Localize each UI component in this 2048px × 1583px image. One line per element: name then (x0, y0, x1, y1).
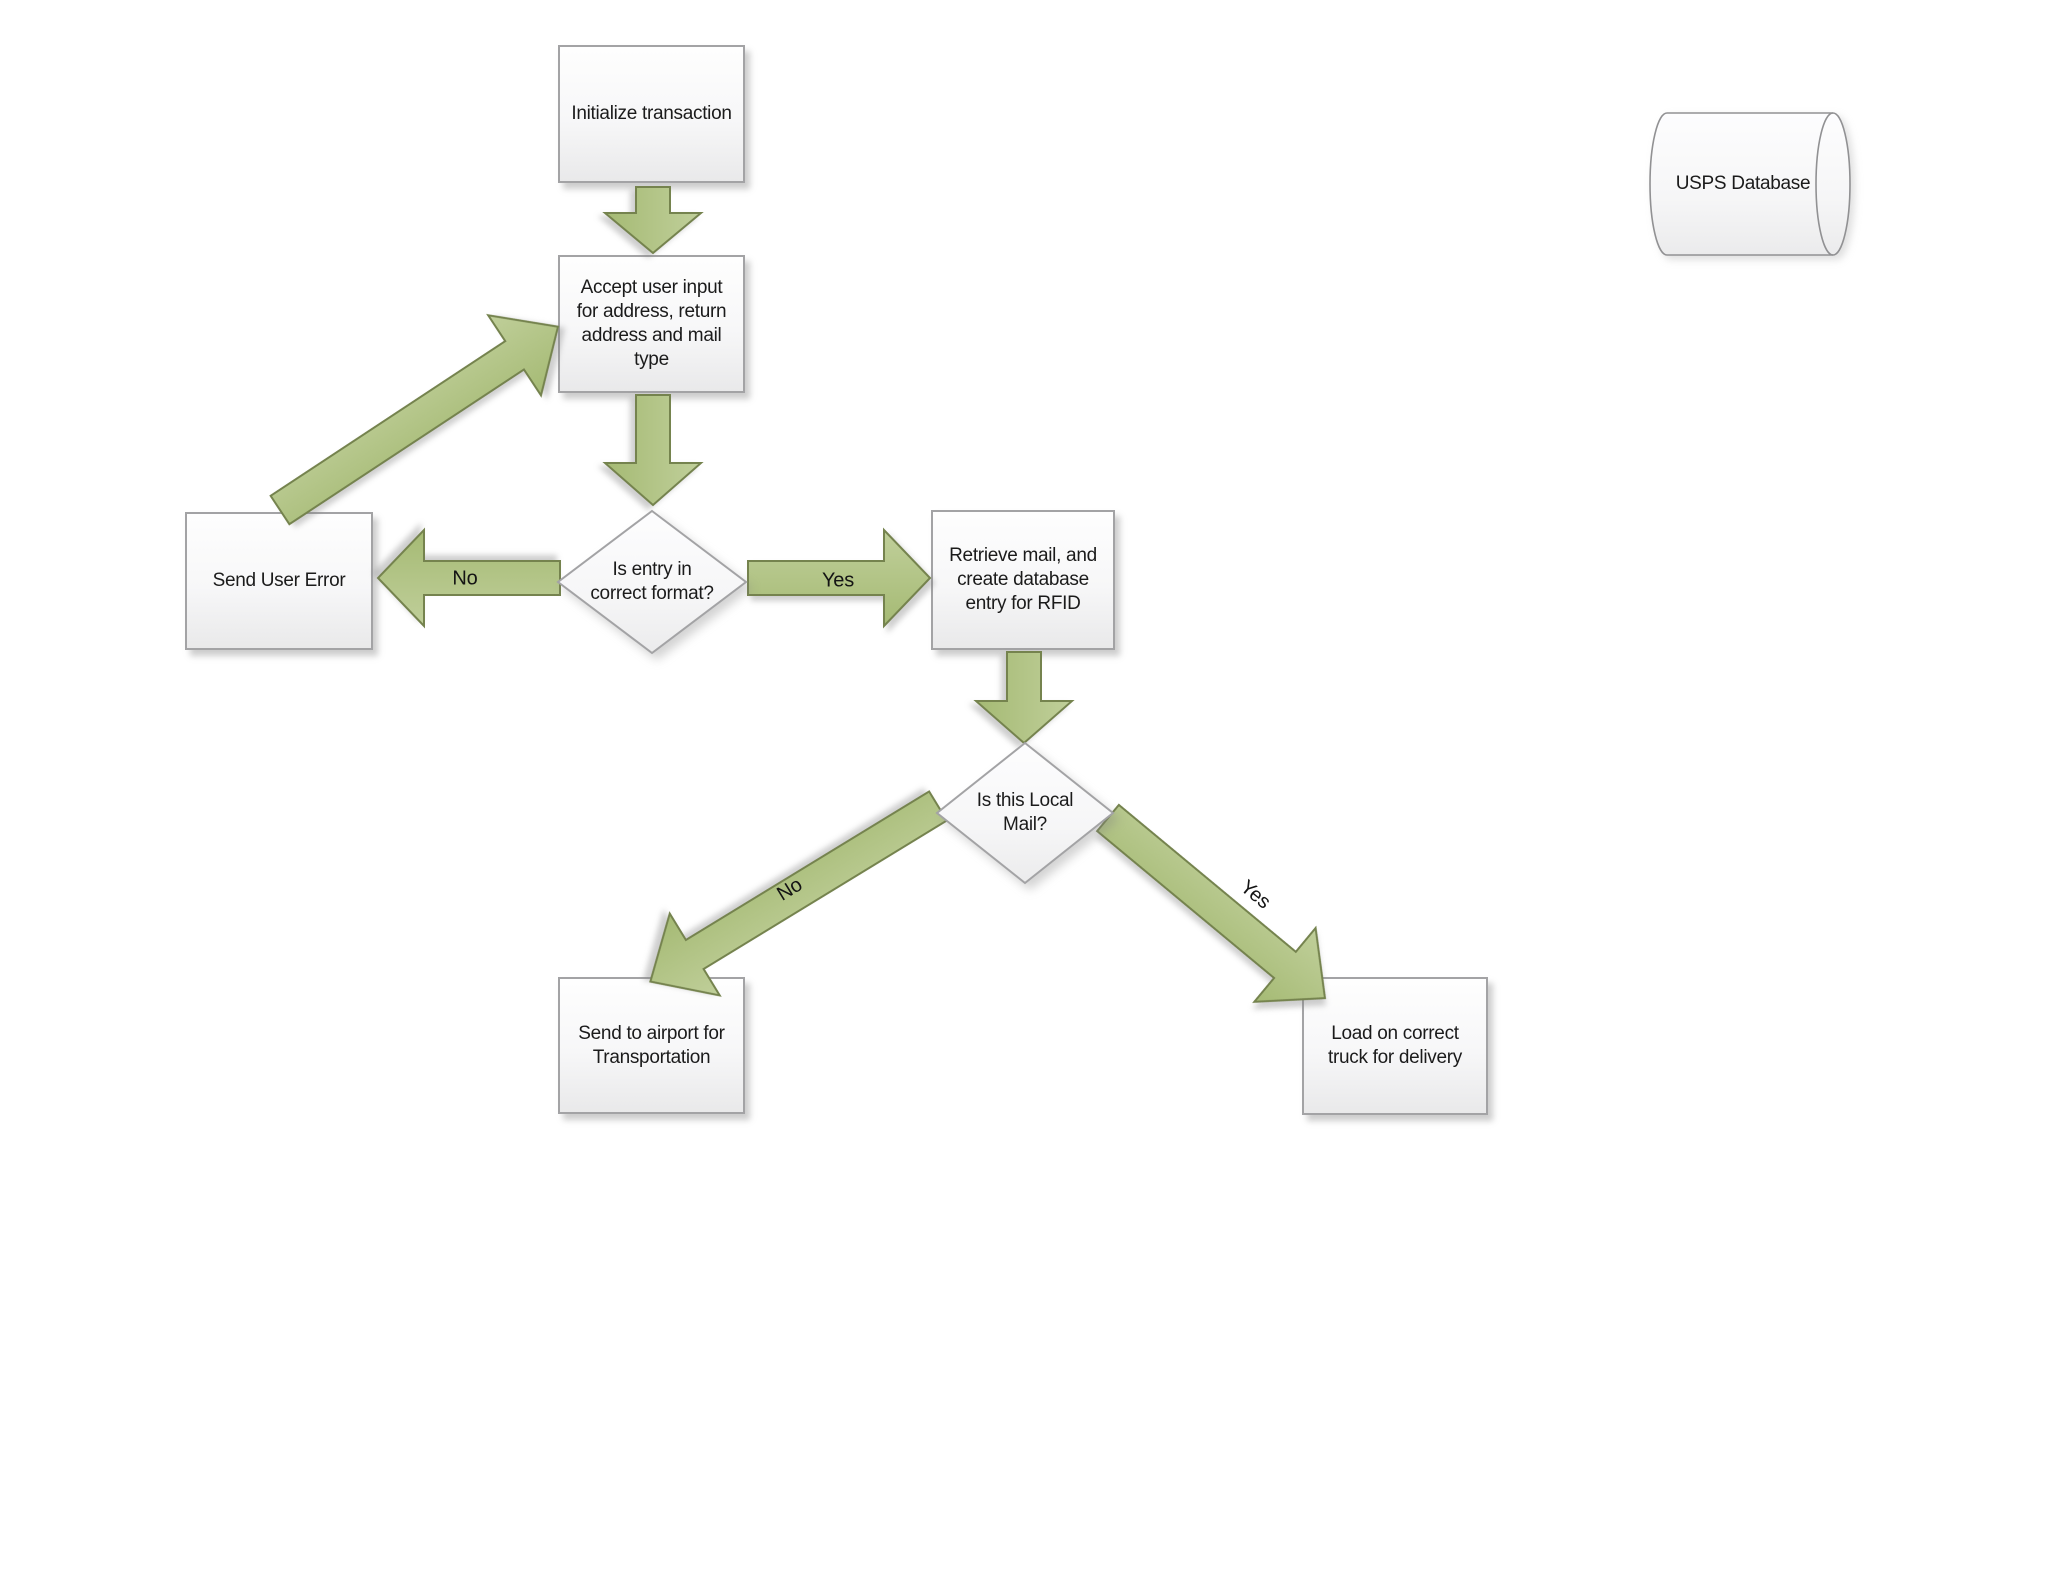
node-label-initialize: Initialize transaction (571, 103, 732, 124)
arrow-entry-no-to-error (376, 527, 561, 629)
node-label-send-user-error: Send User Error (212, 570, 346, 591)
node-label-load-truck: Load on correct truck for delivery (1328, 1023, 1462, 1068)
node-label-retrieve-mail: Retrieve mail, and create database entry… (949, 545, 1097, 614)
node-send-to-airport: Send to airport for Transportation (558, 977, 745, 1114)
arrow-local-no-to-airport (649, 790, 949, 997)
node-label-send-airport: Send to airport for Transportation (578, 1022, 725, 1068)
edge-label-entry-yes: Yes (821, 569, 855, 592)
database-cylinder-shape (1649, 112, 1851, 256)
decision-entry-format-shape (556, 509, 748, 655)
node-load-truck: Load on correct truck for delivery (1302, 977, 1488, 1115)
arrow-error-to-accept (269, 313, 560, 526)
node-initialize-transaction: Initialize transaction (558, 45, 745, 183)
arrow-entry-yes-to-retrieve (747, 527, 932, 629)
arrow-accept-to-entry-decision (602, 394, 704, 507)
node-accept-user-input: Accept user input for address, return ad… (558, 255, 745, 393)
edge-label-entry-no: No (452, 567, 478, 590)
node-label-accept-input: Accept user input for address, return ad… (576, 277, 727, 370)
node-send-user-error: Send User Error (185, 512, 373, 650)
node-retrieve-mail: Retrieve mail, and create database entry… (931, 510, 1115, 650)
arrow-local-yes-to-truck (1095, 803, 1327, 1003)
decision-local-mail-shape (935, 741, 1115, 885)
database-cylinder-cap (1815, 112, 1834, 256)
arrow-initialize-to-accept (602, 186, 704, 255)
arrow-retrieve-to-local-decision (973, 651, 1075, 745)
